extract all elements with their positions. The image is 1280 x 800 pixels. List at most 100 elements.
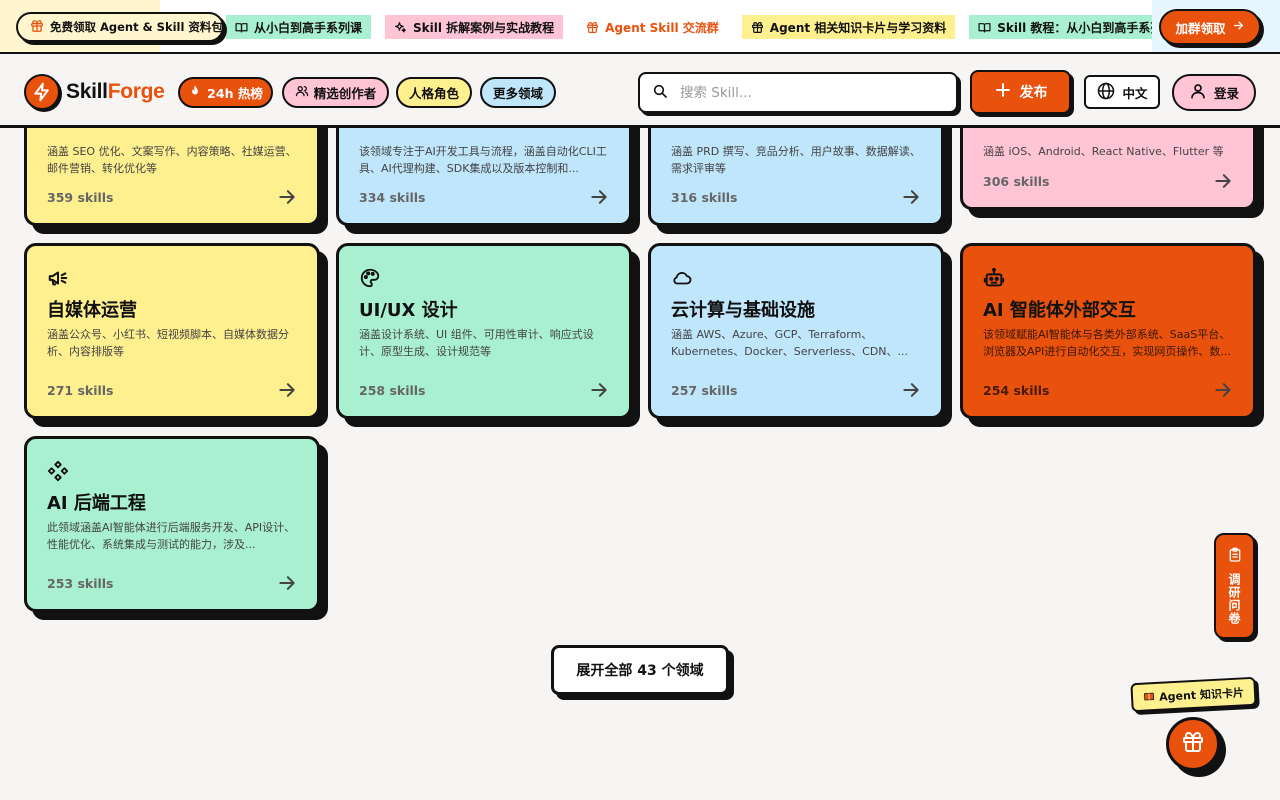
- card-title: 自媒体运营: [47, 300, 137, 321]
- arrow-right-icon: [901, 187, 921, 207]
- login-label: 登录: [1213, 86, 1239, 101]
- megaphone-icon: [47, 267, 69, 289]
- domain-card[interactable]: AI 智能体外部交互该领域赋能AI智能体与各类外部系统、SaaS平台、浏览器及A…: [960, 243, 1256, 419]
- card-footer: 253 skills: [47, 573, 297, 593]
- book-icon: [235, 21, 248, 34]
- skill-count: 254 skills: [983, 382, 1050, 398]
- card-title: 云计算与基础设施: [671, 300, 815, 321]
- nav-persona[interactable]: 人格角色: [396, 77, 472, 108]
- arrow-right-icon: [589, 187, 609, 207]
- card-description: 涵盖设计系统、UI 组件、可用性审计、响应式设计、原型生成、设计规范等: [359, 328, 594, 358]
- lightning-icon: [24, 74, 60, 110]
- card-footer: 334 skills: [359, 187, 609, 207]
- arrow-right-icon: [1232, 19, 1245, 35]
- card-description: 该领域专注于AI开发工具与流程，涵盖自动化CLI工具、AI代理构建、SDK集成以…: [359, 145, 607, 175]
- skill-count: 316 skills: [671, 189, 738, 205]
- globe-icon: [1096, 81, 1116, 104]
- card-footer: 306 skills: [983, 171, 1233, 191]
- site-header: SkillForge 24h 热榜 精选创作者 人格角色 更多领域 发布 中文: [0, 56, 1280, 128]
- promo-ribbon-item[interactable]: Agent Skill 交流群: [577, 15, 728, 39]
- skill-count: 306 skills: [983, 173, 1050, 189]
- knowledge-card-label: Agent 知识卡片: [1158, 685, 1245, 704]
- arrow-right-icon: [1213, 380, 1233, 400]
- logo[interactable]: SkillForge: [24, 74, 165, 110]
- card-description: 该领域赋能AI智能体与各类外部系统、SaaS平台、浏览器及API进行自动化交互，…: [983, 328, 1231, 358]
- gift-icon: [1143, 689, 1156, 705]
- nav-more-label: 更多领域: [492, 86, 543, 101]
- nav-persona-label: 人格角色: [408, 86, 459, 101]
- promo-ribbon-item[interactable]: Skill 教程：从小白到高手系列课: [969, 15, 1184, 39]
- search-icon: [652, 83, 668, 103]
- card-description: 此领域涵盖AI智能体进行后端服务开发、API设计、性能优化、系统集成与测试的能力…: [47, 521, 296, 551]
- book-icon: [978, 21, 991, 34]
- card-description: 涵盖公众号、小红书、短视频脚本、自媒体数据分析、内容排版等: [47, 328, 289, 358]
- arrow-right-icon: [1213, 171, 1233, 191]
- card-footer: 258 skills: [359, 380, 609, 400]
- sparkle-icon: [394, 21, 407, 34]
- gift-fab-button[interactable]: [1166, 717, 1220, 771]
- free-resource-pill[interactable]: 免费领取 Agent & Skill 资料包: [16, 12, 224, 42]
- search-input[interactable]: [680, 84, 930, 101]
- skill-count: 334 skills: [359, 189, 426, 205]
- promo-ribbon-item[interactable]: Skill 拆解案例与实战教程: [385, 15, 564, 39]
- cloud-icon: [671, 267, 693, 289]
- promo-ribbon: 从小白到高手系列课 Skill 拆解案例与实战教程 Agent Skill 交流群 A…: [226, 15, 1280, 39]
- skill-count: 359 skills: [47, 189, 114, 205]
- card-footer: 271 skills: [47, 380, 297, 400]
- language-switch[interactable]: 中文: [1084, 75, 1160, 109]
- domain-card[interactable]: UI/UX 设计涵盖设计系统、UI 组件、可用性审计、响应式设计、原型生成、设计…: [336, 243, 632, 419]
- palette-icon: [359, 267, 381, 289]
- gift-icon: [1181, 730, 1205, 758]
- domain-card[interactable]: 自媒体运营涵盖公众号、小红书、短视频脚本、自媒体数据分析、内容排版等 271 sk…: [24, 243, 320, 419]
- promo-ribbon-label: Agent Skill 交流群: [605, 20, 719, 35]
- user-icon: [1189, 82, 1207, 103]
- card-footer: 316 skills: [671, 187, 921, 207]
- publish-button[interactable]: 发布: [970, 70, 1071, 114]
- gift-icon: [586, 21, 599, 34]
- expand-all-button[interactable]: 展开全部 43 个领域: [551, 645, 729, 695]
- users-icon: [295, 84, 309, 101]
- arrow-right-icon: [589, 380, 609, 400]
- robot-icon: [983, 267, 1005, 289]
- card-description: 涵盖 iOS、Android、React Native、Flutter 等: [983, 145, 1224, 158]
- promo-ribbon-item[interactable]: 从小白到高手系列课: [226, 15, 372, 39]
- nav-creators-label: 精选创作者: [313, 86, 377, 101]
- card-title: UI/UX 设计: [359, 300, 458, 321]
- skill-count: 253 skills: [47, 575, 114, 591]
- domain-card[interactable]: AI 后端工程此领域涵盖AI智能体进行后端服务开发、API设计、性能优化、系统集…: [24, 436, 320, 612]
- survey-label: 调研问卷: [1227, 573, 1241, 625]
- promo-ribbon-item[interactable]: Agent 相关知识卡片与学习资料: [741, 15, 956, 39]
- promo-ribbon-label: Skill 拆解案例与实战教程: [413, 20, 555, 35]
- gift-icon: [30, 19, 44, 36]
- login-button[interactable]: 登录: [1172, 74, 1256, 111]
- card-footer: 257 skills: [671, 380, 921, 400]
- survey-button[interactable]: 调研问卷: [1214, 533, 1255, 639]
- skill-count: 257 skills: [671, 382, 738, 398]
- publish-label: 发布: [1019, 85, 1048, 101]
- free-resource-label: 免费领取 Agent & Skill 资料包: [50, 20, 223, 34]
- nav-hot-label: 24h 热榜: [207, 86, 263, 101]
- nav-hot-list[interactable]: 24h 热榜: [178, 77, 273, 108]
- domain-card[interactable]: 云计算与基础设施涵盖 AWS、Azure、GCP、Terraform、Kuber…: [648, 243, 944, 419]
- logo-skill: Skill: [66, 80, 108, 103]
- join-group-label: 加群领取: [1175, 20, 1226, 36]
- arrow-right-icon: [901, 380, 921, 400]
- skill-count: 271 skills: [47, 382, 114, 398]
- search-box[interactable]: [638, 72, 958, 113]
- nav-more-domains[interactable]: 更多领域: [480, 77, 556, 108]
- logo-text: SkillForge: [66, 80, 165, 104]
- join-group-button[interactable]: 加群领取: [1159, 9, 1261, 45]
- plus-icon: [994, 81, 1012, 103]
- arrow-right-icon: [277, 187, 297, 207]
- card-footer: 254 skills: [983, 380, 1233, 400]
- language-label: 中文: [1122, 85, 1148, 101]
- gift-icon: [751, 21, 764, 34]
- diamond-nodes-icon: [47, 460, 69, 482]
- knowledge-card-tag[interactable]: Agent 知识卡片: [1130, 676, 1257, 713]
- nav-featured-creators[interactable]: 精选创作者: [282, 77, 389, 108]
- arrow-right-icon: [277, 573, 297, 593]
- card-description: 涵盖 AWS、Azure、GCP、Terraform、Kubernetes、Do…: [671, 328, 909, 358]
- arrow-right-icon: [277, 380, 297, 400]
- promo-ribbon-label: 从小白到高手系列课: [254, 20, 363, 35]
- expand-all-label: 展开全部 43 个领域: [576, 663, 704, 679]
